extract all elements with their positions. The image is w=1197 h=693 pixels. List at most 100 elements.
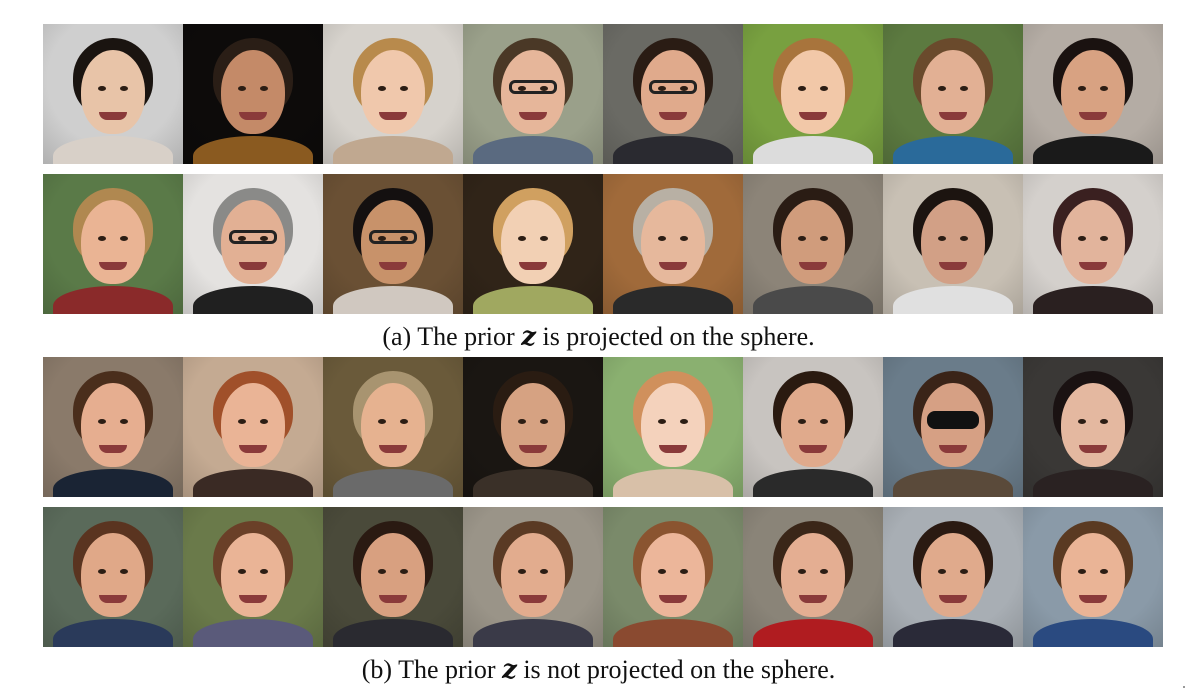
face-eye-right xyxy=(960,236,968,241)
face-image xyxy=(603,507,743,647)
glasses-icon xyxy=(229,230,277,244)
face-image xyxy=(743,357,883,497)
face-image xyxy=(883,174,1023,314)
face-eye-right xyxy=(820,86,828,91)
face-shoulders xyxy=(753,286,873,314)
face-eye-left xyxy=(658,86,666,91)
face-eye-right xyxy=(680,236,688,241)
face-eye-left xyxy=(518,419,526,424)
face-skin xyxy=(361,50,425,134)
face-mouth xyxy=(379,112,407,120)
face-image xyxy=(603,24,743,164)
face-skin xyxy=(221,533,285,617)
face-shoulders xyxy=(193,286,313,314)
face-eye-left xyxy=(1078,569,1086,574)
face-eye-left xyxy=(938,569,946,574)
face-eye-left xyxy=(658,419,666,424)
face-skin xyxy=(1061,533,1125,617)
face-mouth xyxy=(659,112,687,120)
face-mouth xyxy=(939,262,967,270)
face-shoulders xyxy=(473,136,593,164)
face-shoulders xyxy=(613,619,733,647)
face-image xyxy=(323,174,463,314)
face-eye-left xyxy=(378,236,386,241)
face-skin xyxy=(781,50,845,134)
face-shoulders xyxy=(613,469,733,497)
face-shoulders xyxy=(53,469,173,497)
face-shoulders xyxy=(753,619,873,647)
glasses-icon xyxy=(509,80,557,94)
face-eye-left xyxy=(658,236,666,241)
face-mouth xyxy=(239,595,267,603)
face-image xyxy=(43,507,183,647)
face-skin xyxy=(501,533,565,617)
face-shoulders xyxy=(473,286,593,314)
face-image xyxy=(43,357,183,497)
face-image xyxy=(743,174,883,314)
face-image xyxy=(603,174,743,314)
face-eye-right xyxy=(540,236,548,241)
face-eye-right xyxy=(1100,236,1108,241)
face-mouth xyxy=(939,595,967,603)
face-shoulders xyxy=(53,619,173,647)
caption-b: (b) The prior z is not projected on the … xyxy=(0,655,1197,685)
face-skin xyxy=(921,200,985,284)
face-eye-left xyxy=(798,569,806,574)
face-shoulders xyxy=(193,619,313,647)
face-eye-right xyxy=(1100,86,1108,91)
face-eye-left xyxy=(1078,236,1086,241)
face-eye-left xyxy=(1078,419,1086,424)
face-eye-right xyxy=(1100,419,1108,424)
face-eye-right xyxy=(260,236,268,241)
face-skin xyxy=(221,383,285,467)
face-eye-right xyxy=(820,236,828,241)
face-mouth xyxy=(799,595,827,603)
caption-a: (a) The prior z is projected on the sphe… xyxy=(0,322,1197,352)
face-eye-left xyxy=(798,236,806,241)
caption-b-suffix: is not projected on the sphere. xyxy=(516,655,836,684)
caption-a-var: z xyxy=(521,322,536,352)
face-shoulders xyxy=(893,286,1013,314)
face-eye-right xyxy=(260,569,268,574)
face-mouth xyxy=(99,262,127,270)
face-eye-left xyxy=(938,86,946,91)
face-shoulders xyxy=(333,619,453,647)
page-mark xyxy=(1183,686,1185,688)
face-mouth xyxy=(379,595,407,603)
face-skin xyxy=(1061,200,1125,284)
face-image xyxy=(883,24,1023,164)
face-shoulders xyxy=(333,469,453,497)
face-eye-left xyxy=(518,569,526,574)
face-mouth xyxy=(99,595,127,603)
face-image xyxy=(323,507,463,647)
face-shoulders xyxy=(193,469,313,497)
face-eye-right xyxy=(260,86,268,91)
face-skin xyxy=(81,50,145,134)
face-eye-right xyxy=(120,419,128,424)
face-skin xyxy=(361,533,425,617)
face-shoulders xyxy=(193,136,313,164)
face-eye-left xyxy=(98,569,106,574)
face-eye-right xyxy=(680,86,688,91)
face-mouth xyxy=(519,595,547,603)
face-eye-right xyxy=(540,419,548,424)
face-mouth xyxy=(659,595,687,603)
face-eye-right xyxy=(120,236,128,241)
face-image xyxy=(1023,174,1163,314)
face-image xyxy=(323,24,463,164)
face-mouth xyxy=(99,445,127,453)
face-skin xyxy=(921,533,985,617)
face-shoulders xyxy=(753,469,873,497)
face-image xyxy=(463,507,603,647)
face-image xyxy=(43,24,183,164)
face-image xyxy=(463,357,603,497)
face-eye-right xyxy=(820,569,828,574)
face-eye-left xyxy=(98,419,106,424)
face-image xyxy=(743,24,883,164)
face-shoulders xyxy=(893,136,1013,164)
face-eye-left xyxy=(798,86,806,91)
face-shoulders xyxy=(893,469,1013,497)
face-eye-right xyxy=(400,236,408,241)
face-image xyxy=(1023,507,1163,647)
face-row-b1 xyxy=(43,357,1163,497)
